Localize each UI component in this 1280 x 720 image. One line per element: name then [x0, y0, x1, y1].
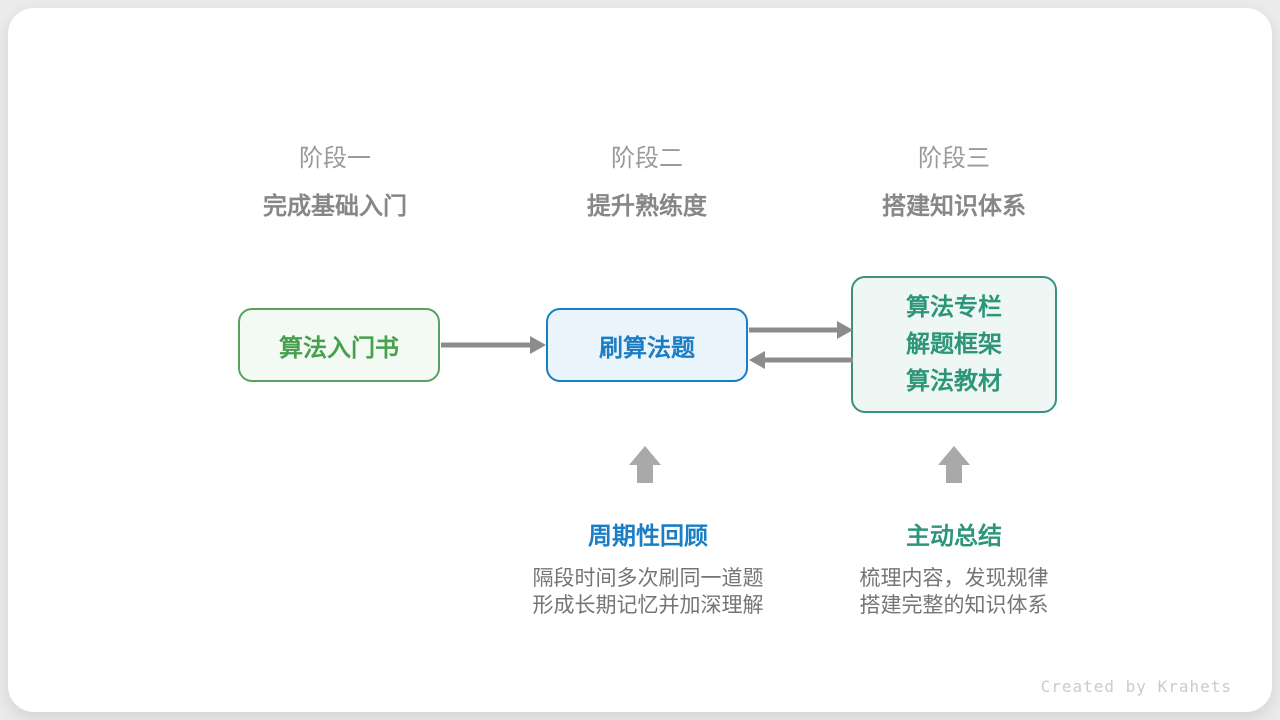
annotation-summary-desc-line-2: 搭建完整的知识体系: [859, 594, 1049, 617]
node-practice: 刷算法题: [546, 308, 748, 382]
node-intro-book: 算法入门书: [238, 308, 440, 382]
annotation-summary-desc-line-1: 梳理内容，发现规律: [859, 567, 1049, 590]
diagram-card: 阶段一 完成基础入门 阶段二 提升熟练度 阶段三 搭建知识体系 算法入门书 刷算…: [8, 8, 1272, 712]
annotation-review-desc: 隔段时间多次刷同一道题 形成长期记忆并加深理解: [488, 565, 808, 619]
stage-2-label: 阶段二: [611, 145, 683, 172]
node-resources-line-1: 算法专栏: [906, 294, 1002, 321]
node-resources: 算法专栏 解题框架 算法教材: [851, 276, 1057, 413]
credit-text: Created by Krahets: [1040, 677, 1232, 696]
annotation-summary-desc: 梳理内容，发现规律 搭建完整的知识体系: [794, 565, 1114, 619]
annotation-review-desc-line-1: 隔段时间多次刷同一道题: [532, 567, 764, 590]
stage-3-title: 搭建知识体系: [882, 193, 1026, 220]
annotation-review-desc-line-2: 形成长期记忆并加深理解: [532, 594, 764, 617]
up-arrow-review-icon: [629, 446, 661, 483]
arrow-intro-to-practice-icon: [441, 336, 546, 354]
stage-2-title: 提升熟练度: [587, 193, 707, 220]
arrow-practice-to-resources-icon: [749, 321, 853, 339]
annotation-summary-title: 主动总结: [906, 523, 1002, 550]
stage-3-label: 阶段三: [918, 145, 990, 172]
node-resources-line-2: 解题框架: [906, 331, 1002, 358]
node-intro-book-label: 算法入门书: [279, 334, 399, 362]
node-practice-label: 刷算法题: [599, 334, 695, 362]
up-arrow-summary-icon: [938, 446, 970, 483]
stage-1-label: 阶段一: [299, 145, 371, 172]
stage-1-title: 完成基础入门: [263, 193, 407, 220]
node-resources-line-3: 算法教材: [906, 368, 1002, 395]
annotation-review-title: 周期性回顾: [588, 523, 708, 550]
arrow-resources-to-practice-icon: [749, 351, 853, 369]
